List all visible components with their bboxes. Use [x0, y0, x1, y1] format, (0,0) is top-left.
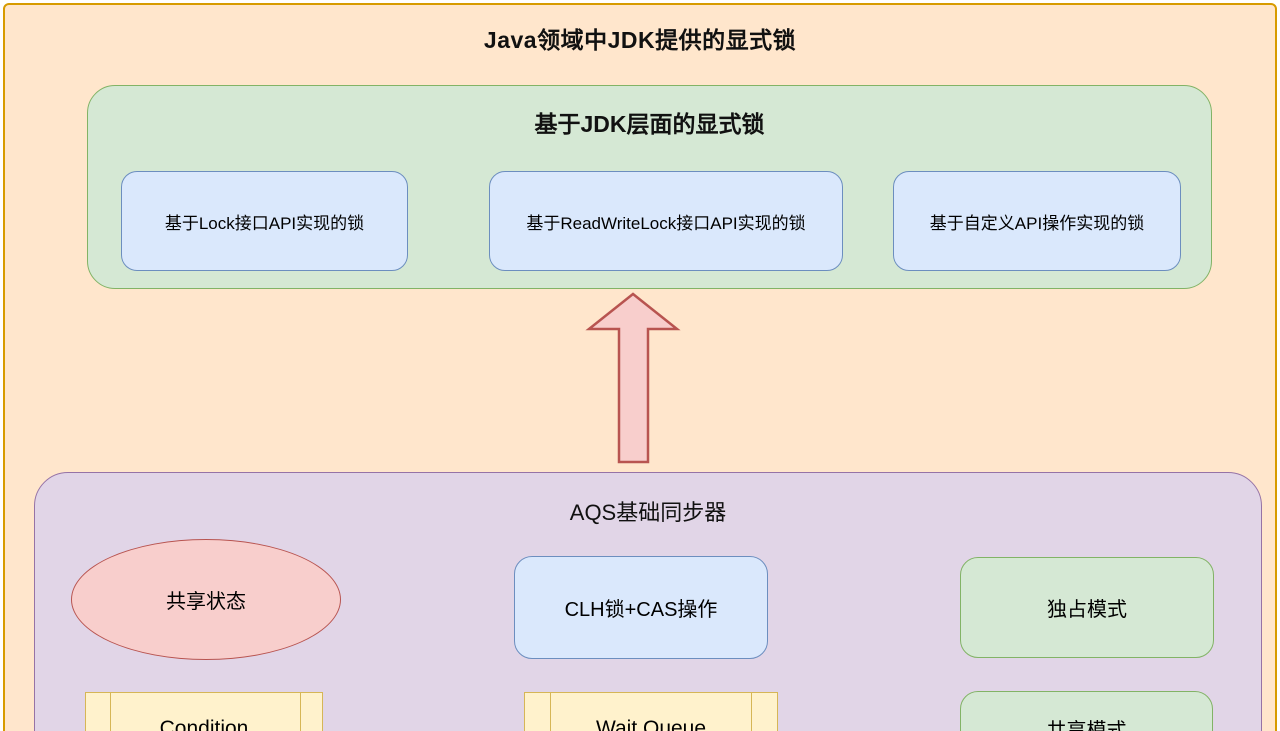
condition-box: Condition [85, 692, 323, 731]
custom-api-box: 基于自定义API操作实现的锁 [893, 171, 1181, 271]
clh-cas-label: CLH锁+CAS操作 [564, 599, 718, 621]
jdk-explicit-lock-panel: 基于JDK层面的显式锁 基于Lock接口API实现的锁 基于ReadWriteL… [87, 85, 1212, 289]
exclusive-mode-label: 独占模式 [1047, 599, 1127, 621]
custom-api-label: 基于自定义API操作实现的锁 [929, 213, 1145, 233]
jdk-panel-title: 基于JDK层面的显式锁 [534, 111, 765, 137]
exclusive-mode-box: 独占模式 [960, 557, 1214, 658]
wait-queue-box: Wait Queue [524, 692, 778, 731]
condition-box-left-rule [110, 693, 111, 731]
condition-box-right-rule [300, 693, 301, 731]
wait-queue-label: Wait Queue [595, 717, 707, 731]
shared-state-ellipse: 共享状态 [71, 539, 341, 660]
aqs-synchronizer-panel: AQS基础同步器 共享状态 CLH锁+CAS操作 独占模式 Condition … [34, 472, 1262, 731]
lock-api-label: 基于Lock接口API实现的锁 [164, 213, 365, 233]
shared-mode-box: 共享模式 [960, 691, 1213, 731]
clh-cas-box: CLH锁+CAS操作 [514, 556, 768, 659]
condition-label: Condition [159, 717, 249, 731]
diagram-title: Java领域中JDK提供的显式锁 [483, 27, 797, 53]
up-arrow-icon [585, 292, 681, 464]
lock-api-box: 基于Lock接口API实现的锁 [121, 171, 408, 271]
readwritelock-api-box: 基于ReadWriteLock接口API实现的锁 [489, 171, 843, 271]
shared-state-label: 共享状态 [166, 591, 246, 613]
aqs-panel-title: AQS基础同步器 [569, 500, 727, 525]
wait-queue-box-right-rule [751, 693, 752, 731]
readwritelock-api-label: 基于ReadWriteLock接口API实现的锁 [526, 213, 806, 233]
shared-mode-label: 共享模式 [1046, 719, 1127, 731]
wait-queue-box-left-rule [550, 693, 551, 731]
